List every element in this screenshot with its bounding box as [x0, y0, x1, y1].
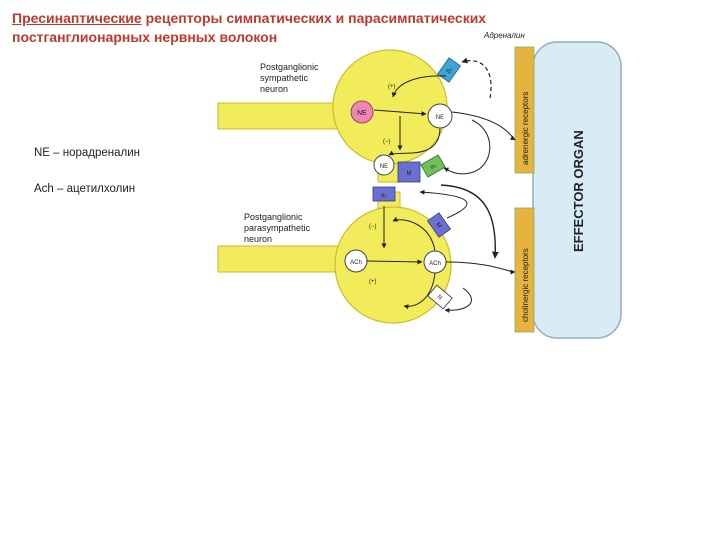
n-receptor-para: N [427, 284, 453, 310]
effector-organ-label: EFFECTOR ORGAN [571, 130, 586, 252]
beta2-receptor-label: β₂ [446, 66, 455, 75]
ach-to-n-arrow [403, 272, 436, 310]
alpha2-receptor-para [372, 186, 396, 202]
alpha2-para-label: α₂ [381, 193, 387, 199]
alpha2-symp-label: α₂ [429, 162, 438, 170]
beta2-receptor-symp: β₂ [436, 57, 462, 83]
m-feedback-arrow [419, 189, 468, 219]
sympathetic-neuron-label: Postganglionic sympathetic neuron [260, 62, 321, 94]
n-receptor-label: N [436, 294, 443, 301]
adrenergic-receptors-label: adrenergic receptors [521, 92, 530, 165]
m-receptor-para: M [426, 212, 452, 238]
m-receptor-symp-label: M [407, 171, 412, 177]
n-feedback-arrow [444, 287, 472, 313]
alpha2-receptor-symp: α₂ [420, 154, 446, 178]
page-title: Пресинаптические рецепторы симпатических… [12, 9, 632, 47]
ne-to-adrenergic-arrow [451, 111, 516, 141]
ne-vesicle [350, 100, 374, 124]
legend-ne: NE – норадреналин [34, 147, 141, 159]
ach-release-arrow [366, 259, 423, 265]
alpha2-feedback-arrow [443, 119, 491, 175]
ach-to-cholinergic-arrow [445, 261, 516, 275]
title-underlined-word: Пресинаптические [12, 10, 142, 26]
m-receptor-symp [397, 161, 421, 183]
ach-to-m-loop-arrow [392, 216, 436, 252]
effector-organ [532, 41, 622, 339]
m-receptor-para-label: M [434, 222, 442, 230]
ne-terminal-label: NE [380, 164, 388, 170]
legend-ach: Ach – ацетилхолин [34, 183, 136, 195]
minus-para: (−) [369, 224, 377, 230]
ach-released-label: ACh [429, 261, 441, 267]
ne-released-label: NE [436, 115, 444, 121]
adrenaline-label: Адреналин [483, 31, 525, 40]
parasympathetic-neuron-label: Postganglionic parasympathetic neuron [244, 212, 313, 244]
ne-release-arrow [373, 109, 427, 117]
ne-terminal-circle [373, 154, 395, 176]
title-line2: постганглионарных нервных волокон [12, 29, 278, 45]
title-rest-line1: рецепторы симпатических и парасимпатичес… [141, 10, 487, 26]
ne-vesicle-label: NE [357, 110, 367, 117]
minus-symp: (−) [383, 139, 391, 145]
adrenaline-dashed-arrow [461, 57, 492, 99]
beta2-feedback-arrow [391, 75, 447, 98]
plus-para: (+) [369, 279, 377, 285]
adrenergic-receptor-strip [514, 46, 535, 174]
plus-symp: (+) [388, 84, 396, 90]
ach-vesicle-label: ACh [350, 260, 362, 266]
cholinergic-receptors-label: cholinergic receptors [521, 248, 530, 322]
ne-to-alpha2-loop-arrow [388, 127, 441, 156]
symp-to-para-cross-arrow [440, 184, 499, 259]
